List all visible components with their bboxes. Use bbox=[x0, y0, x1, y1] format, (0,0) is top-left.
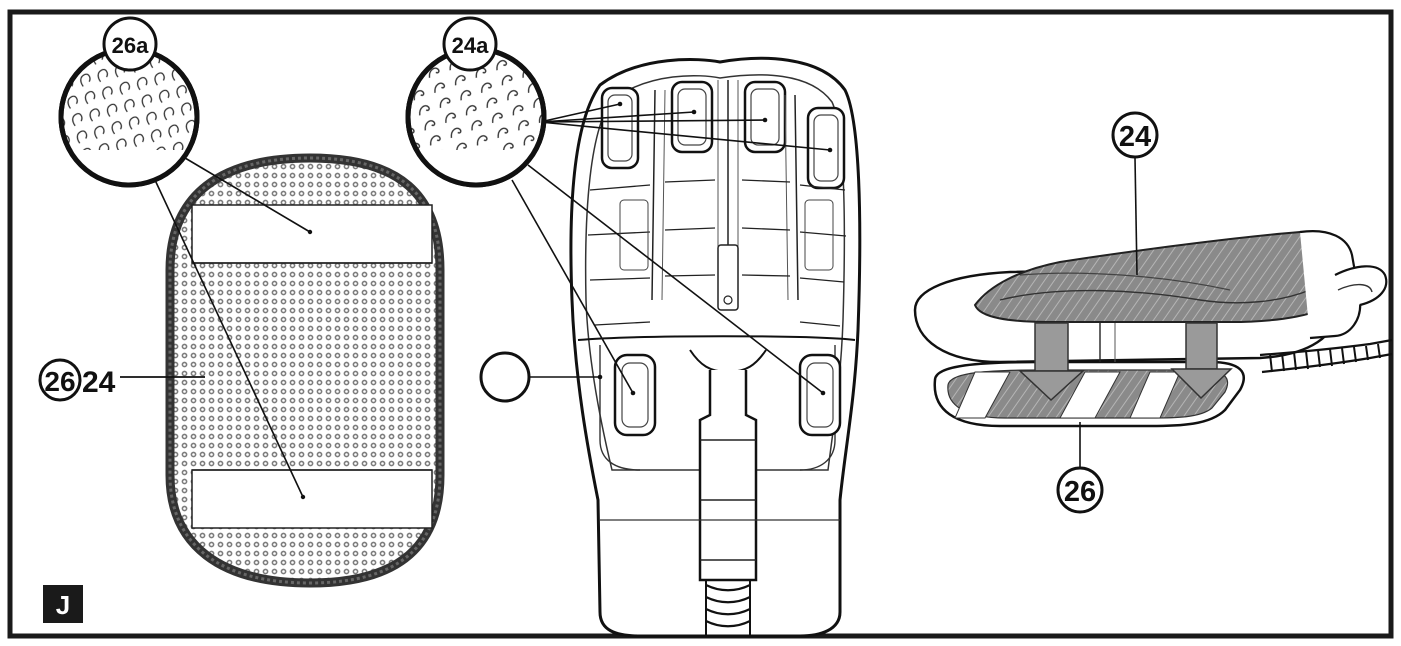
empty-callout-circle bbox=[479, 351, 531, 403]
panel-letter-box bbox=[43, 585, 83, 623]
label-26-left: 26 bbox=[44, 366, 75, 397]
label-24-right: 24 bbox=[1119, 121, 1151, 153]
label-26-right: 26 bbox=[1064, 476, 1096, 508]
label-26a: 26a bbox=[112, 33, 149, 58]
label-26-circle bbox=[38, 358, 82, 402]
attach-arrow-left-icon bbox=[1018, 322, 1085, 402]
cloth-pad-icon bbox=[165, 153, 445, 588]
mop-head-icon bbox=[569, 56, 862, 638]
label-26-right-circle bbox=[1056, 466, 1104, 514]
attach-arrow-right-icon bbox=[1170, 322, 1233, 400]
panel-letter: J bbox=[56, 590, 70, 620]
label-24-right-circle bbox=[1111, 111, 1159, 159]
mop-side-view-icon bbox=[913, 157, 1393, 468]
label-24-left: 24 bbox=[82, 366, 116, 399]
label-24a: 24a bbox=[452, 33, 489, 58]
